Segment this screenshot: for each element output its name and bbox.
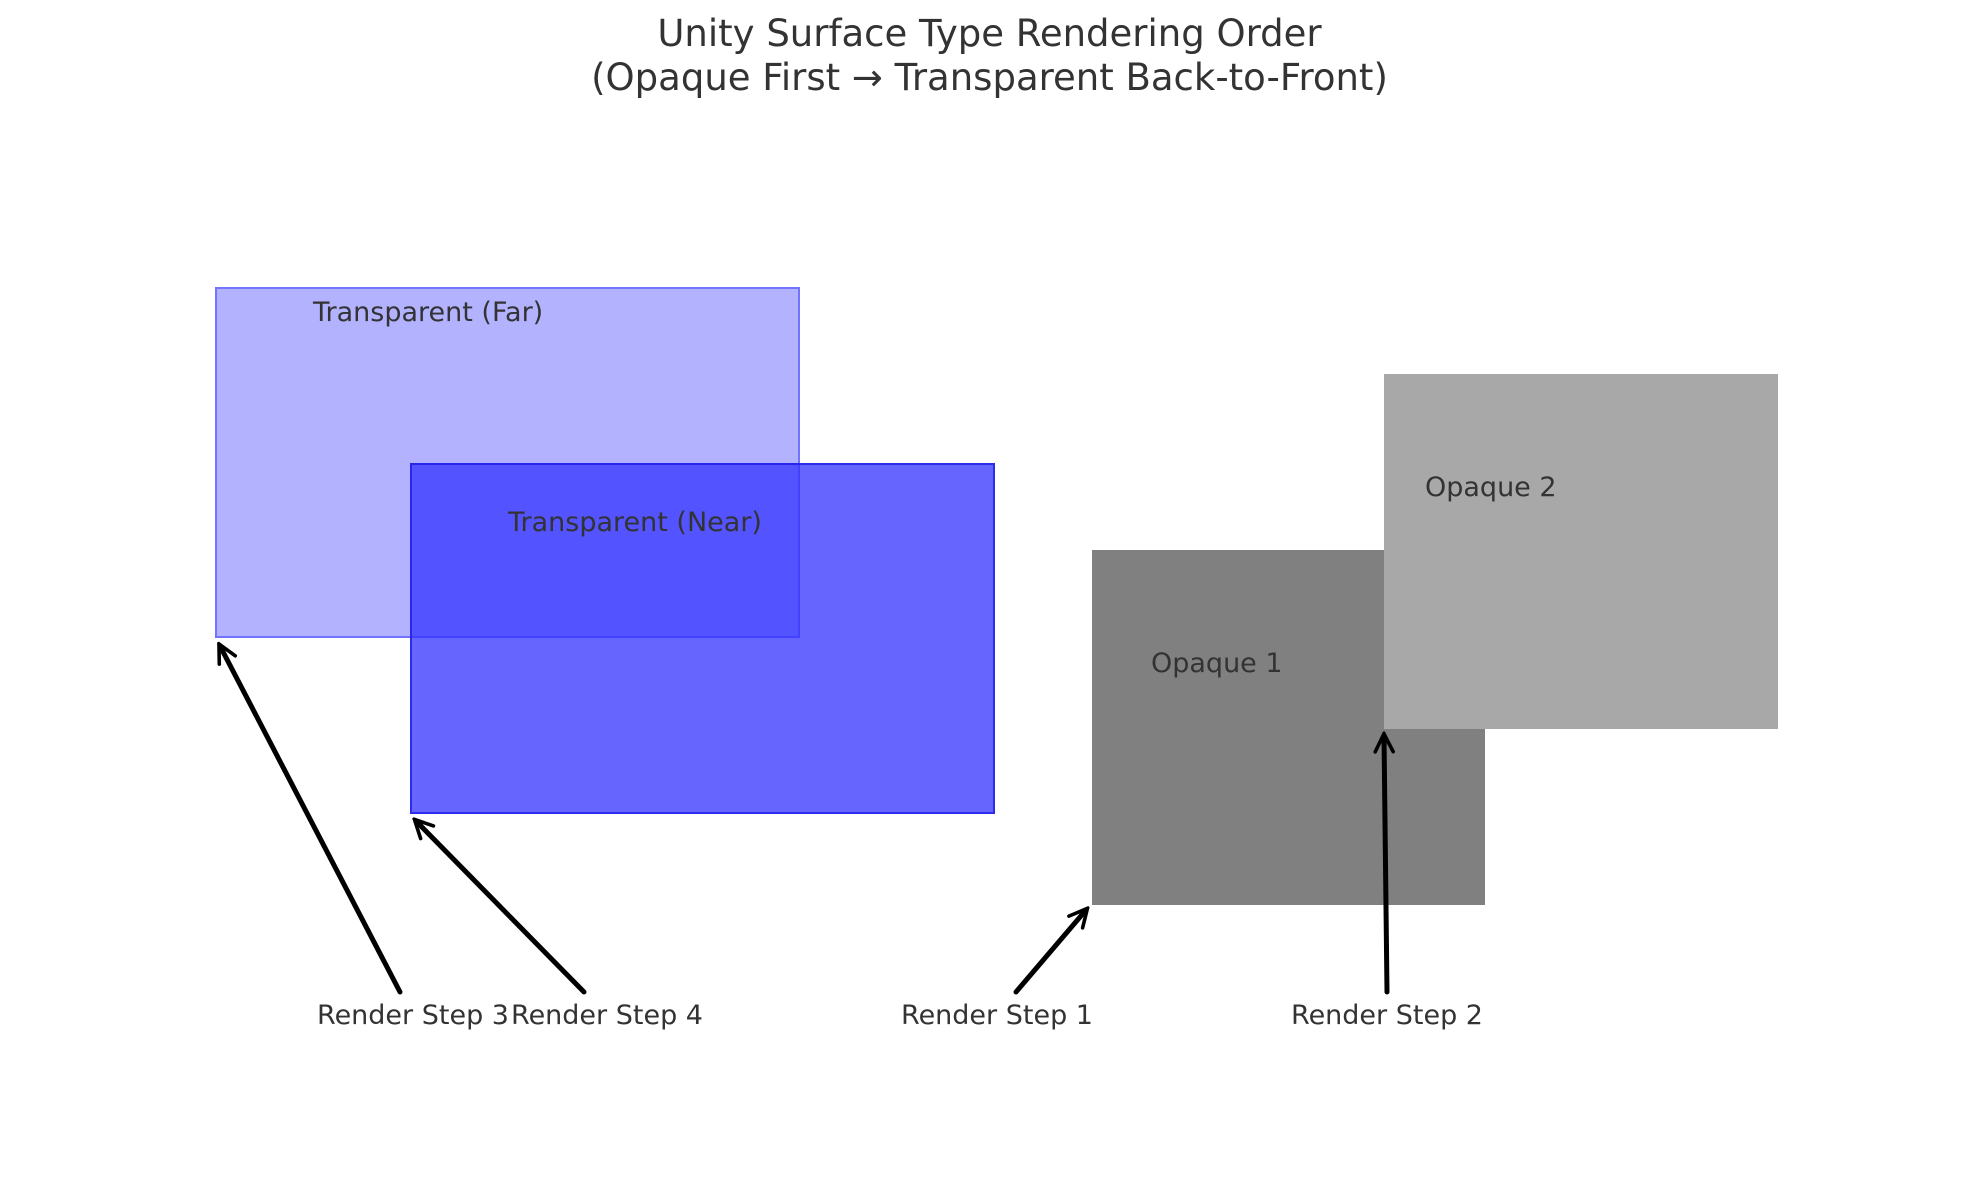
transparent-near-box bbox=[410, 463, 995, 814]
opaque-2-label: Opaque 2 bbox=[1425, 472, 1557, 503]
title-line-2: (Opaque First → Transparent Back-to-Fron… bbox=[591, 56, 1388, 99]
transparent-near-label: Transparent (Near) bbox=[508, 507, 762, 538]
render-step-1-label: Render Step 1 bbox=[901, 1000, 1093, 1031]
arrow-step-1 bbox=[1013, 910, 1086, 995]
arrow-step-4 bbox=[416, 821, 587, 995]
transparent-far-label: Transparent (Far) bbox=[313, 297, 544, 328]
title-line-1: Unity Surface Type Rendering Order bbox=[657, 12, 1322, 55]
render-step-2-label: Render Step 2 bbox=[1291, 1000, 1483, 1031]
render-step-3-label: Render Step 3 bbox=[317, 1000, 509, 1031]
opaque-1-label: Opaque 1 bbox=[1151, 648, 1283, 679]
arrow-step-3 bbox=[220, 646, 403, 995]
arrow-step-2 bbox=[1384, 736, 1387, 995]
render-step-4-label: Render Step 4 bbox=[511, 1000, 703, 1031]
opaque-2-box bbox=[1384, 374, 1778, 729]
diagram-title: Unity Surface Type Rendering Order (Opaq… bbox=[0, 12, 1979, 100]
